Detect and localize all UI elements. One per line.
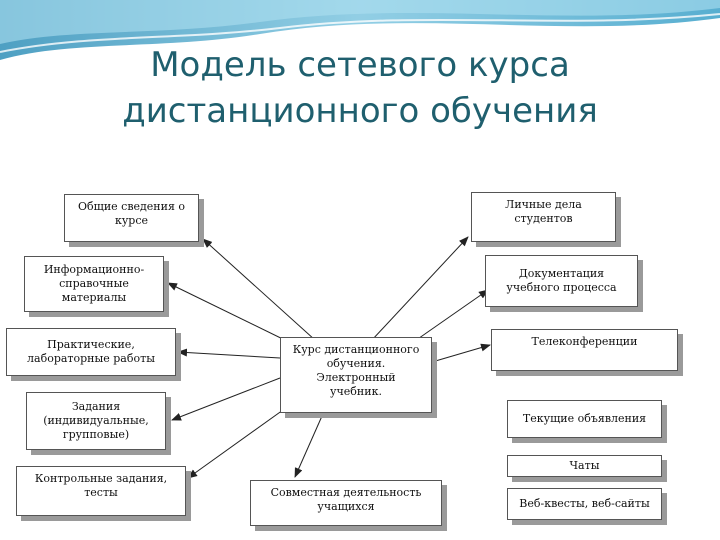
page-title: Модель сетевого курса дистанционного обу… [0,42,720,134]
title-line-1: Модель сетевого курса [150,45,570,85]
arrow-to-joint-activity [294,415,323,478]
box-assignments: Задания (индивидуальные, групповые) [26,392,166,450]
arrow-to-assignments [171,377,281,421]
box-general-info: Общие сведения о курсе [64,194,199,242]
header-banner [0,0,720,190]
box-current-announcements: Текущие объявления [507,400,662,438]
box-student-records: Личные дела студентов [471,192,616,242]
arrow-to-general-info [202,238,316,341]
box-documentation: Документация учебного процесса [485,255,638,307]
arrow-to-practical-works [177,348,281,359]
box-joint-activity: Совместная деятельность учащихся [250,480,442,526]
box-center-course: Курс дистанционного обучения. Электронны… [280,337,432,413]
arrow-to-documentation [411,289,489,344]
arrow-to-tests [187,404,291,479]
box-teleconferences: Телеконференции [491,329,678,371]
box-web-quests: Веб-квесты, веб-сайты [507,488,662,520]
arrow-to-reference-materials [167,282,296,346]
title-line-2: дистанционного обучения [122,91,598,131]
box-chats: Чаты [507,455,662,477]
arrow-to-teleconferences [431,343,491,363]
box-tests: Контрольные задания, тесты [16,466,186,516]
arrow-to-student-records [371,236,469,341]
box-reference-materials: Информационно- справочные материалы [24,256,164,312]
box-practical-works: Практические, лабораторные работы [6,328,176,376]
